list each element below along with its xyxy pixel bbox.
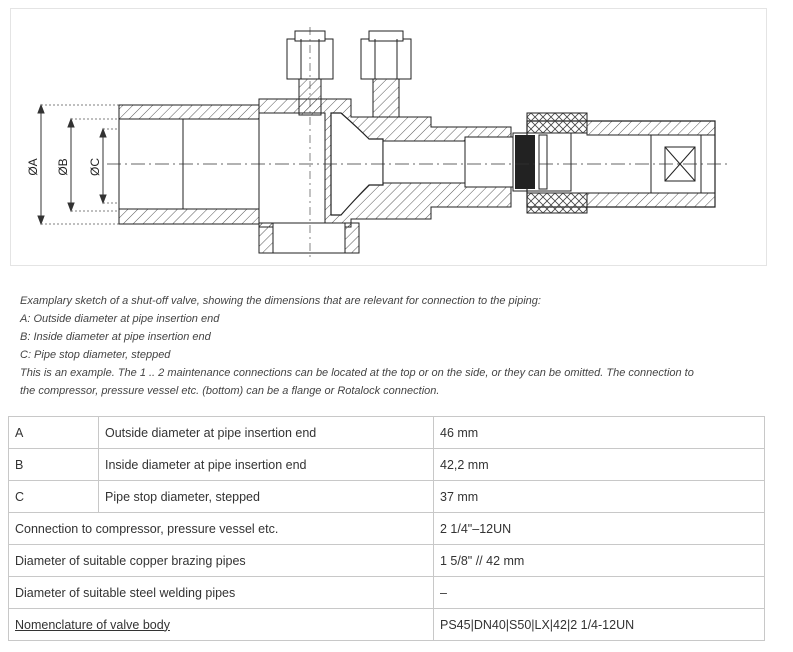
table-row: Connection to compressor, pressure vesse… (8, 512, 765, 545)
row-value: 37 mm (433, 480, 765, 513)
table-row: C Pipe stop diameter, stepped 37 mm (8, 480, 765, 513)
dim-label-c: ØC (88, 158, 102, 176)
table-row: Diameter of suitable steel welding pipes… (8, 576, 765, 609)
row-key: B (8, 448, 99, 481)
table-row: Diameter of suitable copper brazing pipe… (8, 544, 765, 577)
table-row: B Inside diameter at pipe insertion end … (8, 448, 765, 481)
row-value: PS45|DN40|S50|LX|42|2 1/4-12UN (433, 608, 765, 641)
row-value: 42,2 mm (433, 448, 765, 481)
row-label: Diameter of suitable copper brazing pipe… (8, 544, 434, 577)
row-value: – (433, 576, 765, 609)
row-value: 2 1/4"–12UN (433, 512, 765, 545)
table-row: A Outside diameter at pipe insertion end… (8, 416, 765, 449)
caption-line: B: Inside diameter at pipe insertion end (20, 331, 211, 343)
row-label: Connection to compressor, pressure vesse… (8, 512, 434, 545)
row-value: 1 5/8" // 42 mm (433, 544, 765, 577)
row-key: A (8, 416, 99, 449)
dim-label-b: ØB (56, 158, 70, 175)
figure-caption: Examplary sketch of a shut-off valve, sh… (20, 292, 770, 400)
caption-line: C: Pipe stop diameter, stepped (20, 349, 171, 361)
row-label: Outside diameter at pipe insertion end (98, 416, 434, 449)
row-label: Inside diameter at pipe insertion end (98, 448, 434, 481)
row-value: 46 mm (433, 416, 765, 449)
nomenclature-link[interactable]: Nomenclature of valve body (15, 617, 170, 632)
caption-line: A: Outside diameter at pipe insertion en… (20, 313, 220, 325)
row-key: C (8, 480, 99, 513)
specs-table: A Outside diameter at pipe insertion end… (8, 416, 765, 641)
dim-label-a: ØA (26, 158, 40, 175)
table-row: Nomenclature of valve body PS45|DN40|S50… (8, 608, 765, 641)
row-label: Pipe stop diameter, stepped (98, 480, 434, 513)
valve-sketch-drawing: ØA ØB ØC (26, 27, 731, 259)
caption-line: Examplary sketch of a shut-off valve, sh… (20, 295, 541, 307)
caption-line: This is an example. The 1 .. 2 maintenan… (20, 367, 694, 379)
caption-line: the compressor, pressure vessel etc. (bo… (20, 385, 440, 397)
row-label: Diameter of suitable steel welding pipes (8, 576, 434, 609)
valve-sketch-figure: ØA ØB ØC (10, 8, 767, 266)
row-label-cell: Nomenclature of valve body (8, 608, 434, 641)
